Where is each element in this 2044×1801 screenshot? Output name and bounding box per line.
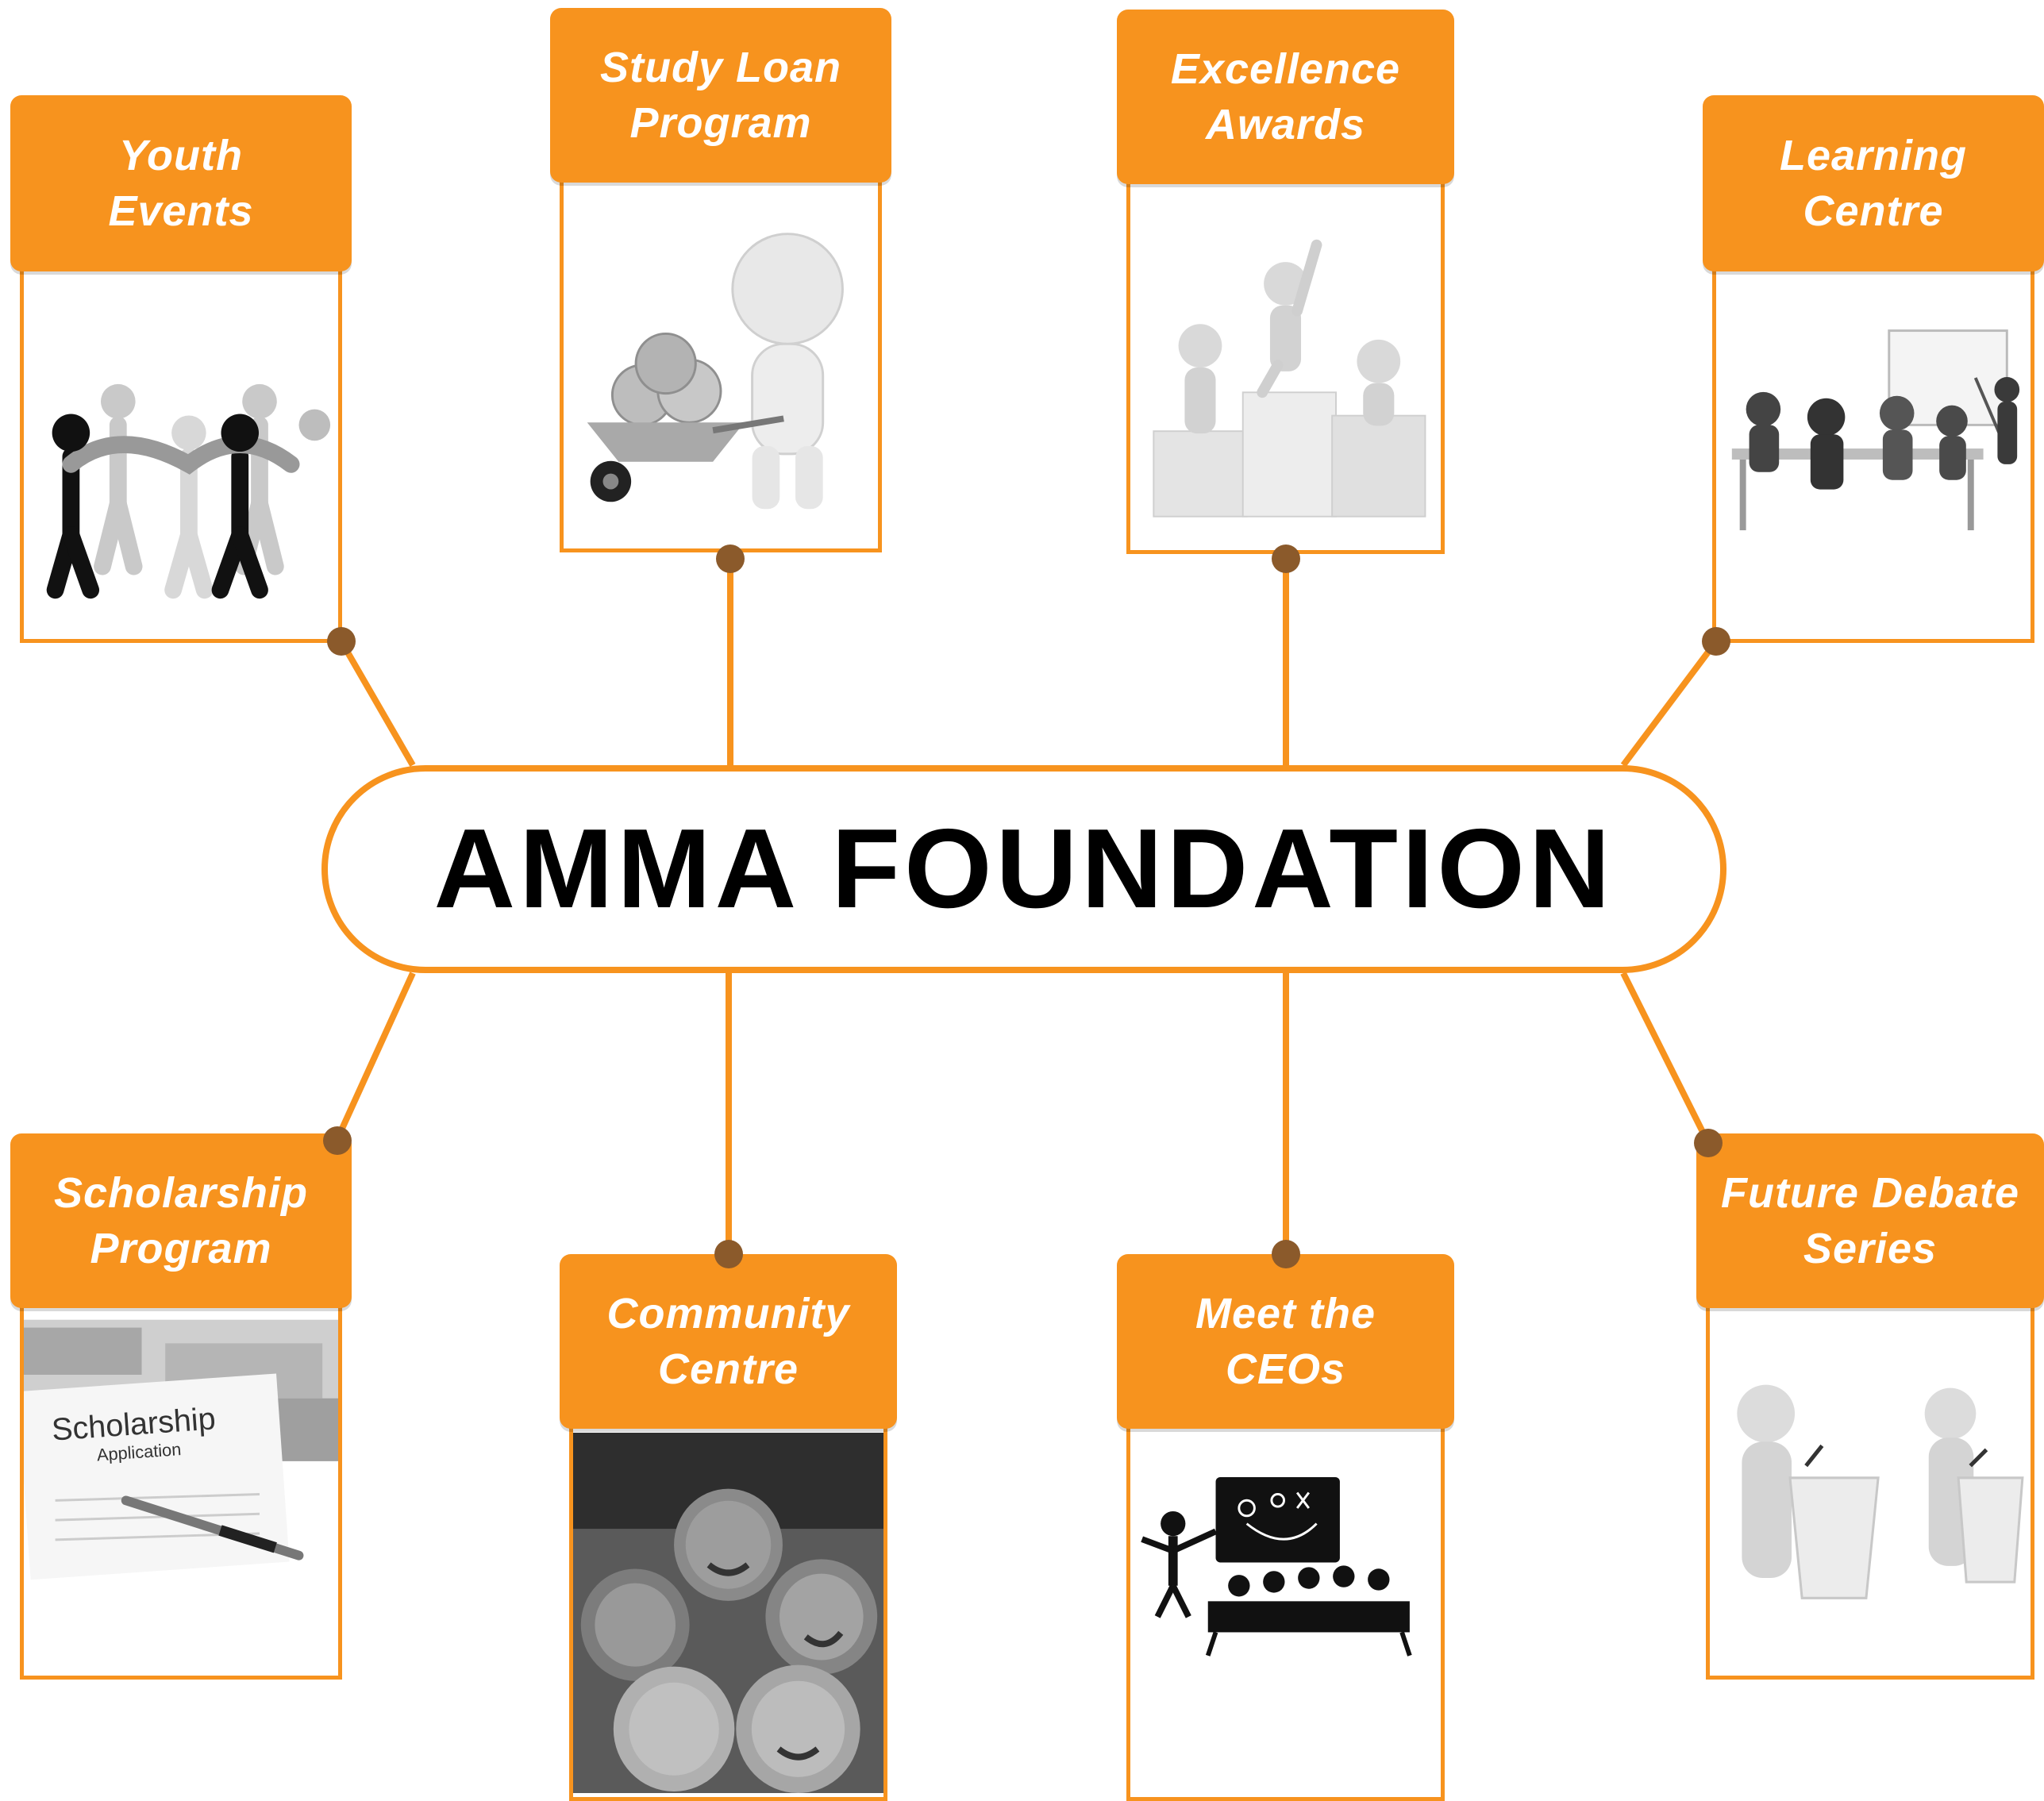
connector-line-youth-events: [338, 640, 416, 767]
node-meet-the-ceos[interactable]: Meet the CEOs: [1117, 1254, 1454, 1801]
node-excellence-awards[interactable]: Excellence Awards: [1117, 10, 1454, 554]
node-tab: Meet the CEOs: [1117, 1254, 1454, 1429]
node-tab: Study Loan Program: [550, 8, 891, 183]
node-label-meet-the-ceos: Meet the CEOs: [1195, 1290, 1376, 1393]
node-tab: Excellence Awards: [1117, 10, 1454, 184]
node-label-future-debate-series: Future Debate Series: [1720, 1169, 2020, 1272]
node-learning-centre[interactable]: Learning Centre: [1703, 95, 2044, 643]
node-label-community-centre: Community Centre: [606, 1290, 850, 1393]
node-tab: Scholarship Program: [10, 1133, 352, 1308]
node-tab: Future Debate Series: [1696, 1133, 2044, 1308]
connector-line-scholarship: [334, 972, 416, 1141]
node-youth-events[interactable]: Youth Events: [10, 95, 352, 643]
connector-line-learning-centre: [1620, 639, 1719, 768]
wheelbarrow-money-icon: [564, 187, 878, 548]
node-label-study-loan-program: Study Loan Program: [600, 44, 841, 147]
node-tab: Learning Centre: [1703, 95, 2044, 271]
connector-line-future-debate: [1620, 972, 1711, 1145]
node-label-excellence-awards: Excellence Awards: [1170, 45, 1401, 148]
classroom-icon: [1716, 274, 2031, 639]
node-future-debate-series[interactable]: Future Debate Series: [1696, 1133, 2044, 1680]
node-community-centre[interactable]: Community Centre: [560, 1254, 897, 1801]
hub-title: AMMA FOUNDATION: [433, 806, 1615, 932]
scholarship-form-icon: Scholarship Application: [24, 1310, 338, 1676]
group-photo-icon: [573, 1433, 883, 1793]
debate-podium-icon: [1710, 1312, 2031, 1676]
node-label-scholarship-program: Scholarship Program: [53, 1169, 309, 1272]
node-label-youth-events: Youth Events: [108, 132, 254, 235]
node-tab: Community Centre: [560, 1254, 897, 1429]
coach-board-icon: [1130, 1433, 1441, 1793]
people-circle-icon: [24, 274, 338, 639]
node-label-learning-centre: Learning Centre: [1779, 132, 1968, 235]
central-hub: AMMA FOUNDATION: [321, 765, 1726, 973]
podium-icon: [1130, 188, 1441, 550]
node-study-loan-program[interactable]: Study Loan Program: [550, 8, 891, 552]
node-scholarship-program[interactable]: Scholarship Program Scholarship Applicat…: [10, 1133, 352, 1680]
node-tab: Youth Events: [10, 95, 352, 271]
